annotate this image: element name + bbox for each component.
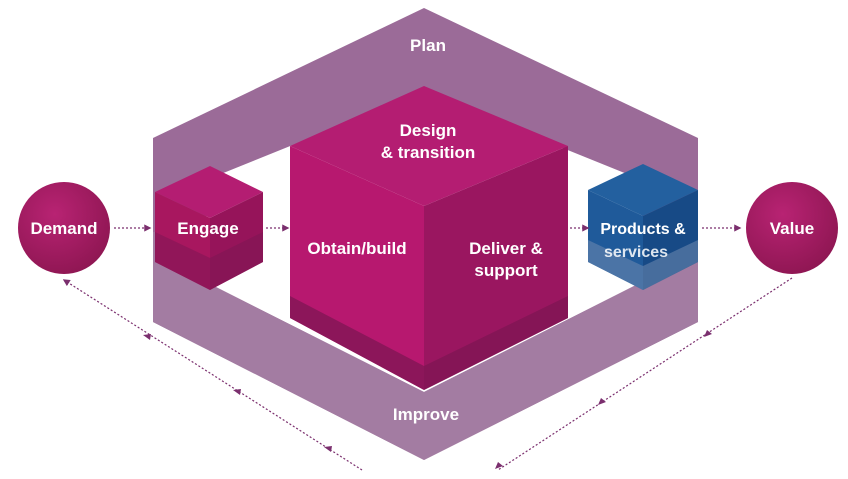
feedback-arrow-6 (143, 334, 151, 340)
value-circle (746, 182, 838, 274)
deliver-support-label-line1: Deliver & (469, 239, 543, 258)
obtain-build-label: Obtain/build (307, 239, 406, 258)
plan-label: Plan (410, 36, 446, 55)
products-cube-shade (588, 240, 698, 290)
feedback-arrow-5 (233, 389, 241, 395)
main-cube (290, 86, 568, 390)
main-cube-top (290, 86, 568, 206)
products-services-label-line2: services (604, 244, 668, 261)
feedback-arrow-4 (324, 446, 332, 452)
feedback-right-leg (497, 277, 793, 471)
main-cube-bottom-shade (290, 296, 568, 390)
demand-label: Demand (30, 219, 97, 238)
engage-cube-top (155, 166, 263, 218)
feedback-arrow-1 (704, 330, 712, 337)
deliver-support-label-line2: support (474, 261, 538, 280)
products-services-label-line1: Products & (600, 221, 686, 238)
design-transition-label-line2: & transition (381, 143, 475, 162)
engage-cube (155, 166, 263, 290)
engage-cube-shade (155, 232, 263, 290)
feedback-loop (62, 277, 793, 471)
feedback-arrow-2 (598, 398, 606, 405)
improve-label: Improve (393, 405, 459, 424)
feedback-arrow-3 (495, 462, 503, 469)
engage-label: Engage (177, 219, 238, 238)
demand-circle (18, 182, 110, 274)
feedback-left-leg (62, 279, 363, 471)
products-cube (588, 164, 698, 290)
value-label: Value (770, 219, 814, 238)
design-transition-label-line1: Design (400, 121, 457, 140)
